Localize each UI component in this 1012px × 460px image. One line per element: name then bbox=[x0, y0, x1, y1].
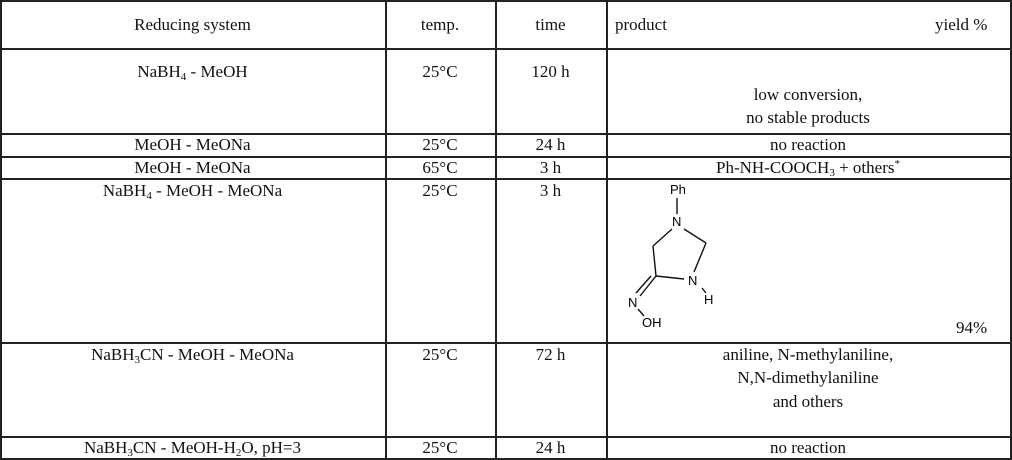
row6-time: 24 h bbox=[535, 438, 566, 457]
row4-temp: 25°C bbox=[422, 181, 458, 200]
row1-product-line1: low conversion, bbox=[753, 85, 863, 104]
row5-product-line2: N,N-dimethylaniline bbox=[737, 368, 879, 387]
header-reducing-system: Reducing system bbox=[134, 15, 251, 34]
subscript: 3 bbox=[134, 354, 141, 366]
subscript: 2 bbox=[235, 447, 242, 459]
bond bbox=[635, 275, 652, 294]
text: NaBH bbox=[102, 181, 147, 200]
row2-reducing-system: MeOH - MeONa bbox=[134, 135, 251, 154]
table-border-bottom bbox=[0, 458, 1012, 460]
text: + others bbox=[834, 158, 895, 177]
bond bbox=[652, 228, 673, 247]
subscript: 3 bbox=[127, 447, 133, 459]
row-divider bbox=[0, 178, 1012, 180]
text: Ph-NH-COOCH bbox=[716, 158, 830, 177]
table-border-top bbox=[0, 0, 1012, 2]
header-temp: temp. bbox=[420, 15, 460, 34]
column-divider bbox=[495, 0, 497, 460]
row1-reducing-system: NaBH4 - MeOH bbox=[0, 62, 385, 83]
row5-time: 72 h bbox=[535, 345, 566, 364]
bond bbox=[683, 228, 707, 244]
structure-label-ph: Ph bbox=[670, 182, 686, 197]
bond bbox=[639, 275, 657, 297]
header-time: time bbox=[535, 15, 566, 34]
structure-label-n3: N bbox=[628, 295, 637, 310]
bond bbox=[693, 242, 707, 273]
bond bbox=[701, 287, 707, 294]
row-divider bbox=[0, 436, 1012, 438]
text: NaBH bbox=[83, 438, 128, 457]
text: - MeOH - MeONa bbox=[151, 181, 283, 200]
subscript: 4 bbox=[180, 71, 187, 83]
row6-reducing-system: NaBH3CN - MeOH-H2O, pH=3 bbox=[0, 438, 385, 459]
header-yield: yield % bbox=[935, 15, 988, 34]
row4-time: 3 h bbox=[539, 181, 562, 200]
row5-product-line3: and others bbox=[772, 392, 844, 411]
row1-temp: 25°C bbox=[422, 62, 458, 81]
table-border-right bbox=[1010, 0, 1012, 460]
bond bbox=[655, 275, 685, 280]
row3-product: Ph-NH-COOCH3 + others* bbox=[606, 158, 1010, 179]
row3-time: 3 h bbox=[539, 158, 562, 177]
footnote-marker: * bbox=[894, 158, 900, 170]
text: NaBH bbox=[137, 62, 181, 81]
header-product: product bbox=[615, 15, 667, 34]
row-divider bbox=[0, 156, 1012, 158]
bond bbox=[652, 245, 657, 277]
row4-reducing-system: NaBH4 - MeOH - MeONa bbox=[0, 181, 385, 202]
subscript: 4 bbox=[146, 190, 152, 202]
text: O, pH=3 bbox=[241, 438, 302, 457]
subscript: 3 bbox=[829, 167, 835, 179]
structure-label-n1: N bbox=[672, 214, 681, 229]
row2-temp: 25°C bbox=[422, 135, 458, 154]
row2-time: 24 h bbox=[535, 135, 566, 154]
bond bbox=[637, 308, 645, 317]
table-header-divider bbox=[0, 48, 1012, 50]
row6-temp: 25°C bbox=[422, 438, 458, 457]
row5-temp: 25°C bbox=[422, 345, 458, 364]
row5-product-line1: aniline, N-methylaniline, bbox=[722, 345, 894, 364]
text: - MeOH bbox=[186, 62, 248, 81]
product-structure-diagram: Ph N N H N OH bbox=[628, 182, 713, 330]
row1-time: 120 h bbox=[531, 62, 570, 81]
row-divider bbox=[0, 133, 1012, 135]
row-divider bbox=[0, 342, 1012, 344]
row3-temp: 65°C bbox=[422, 158, 458, 177]
structure-label-h: H bbox=[704, 292, 713, 307]
row2-product: no reaction bbox=[770, 135, 846, 154]
table-border-left bbox=[0, 0, 2, 460]
text: CN - MeOH - MeONa bbox=[140, 345, 294, 364]
text: NaBH bbox=[91, 345, 135, 364]
structure-label-oh: OH bbox=[642, 315, 662, 330]
row1-product-line2: no stable products bbox=[746, 108, 870, 127]
text: CN - MeOH-H bbox=[132, 438, 236, 457]
row6-product: no reaction bbox=[770, 438, 846, 457]
row4-yield: 94% bbox=[956, 318, 988, 337]
column-divider bbox=[606, 0, 608, 460]
row5-reducing-system: NaBH3CN - MeOH - MeONa bbox=[0, 345, 385, 366]
structure-label-n2: N bbox=[688, 273, 697, 288]
row3-reducing-system: MeOH - MeONa bbox=[134, 158, 251, 177]
column-divider bbox=[385, 0, 387, 460]
